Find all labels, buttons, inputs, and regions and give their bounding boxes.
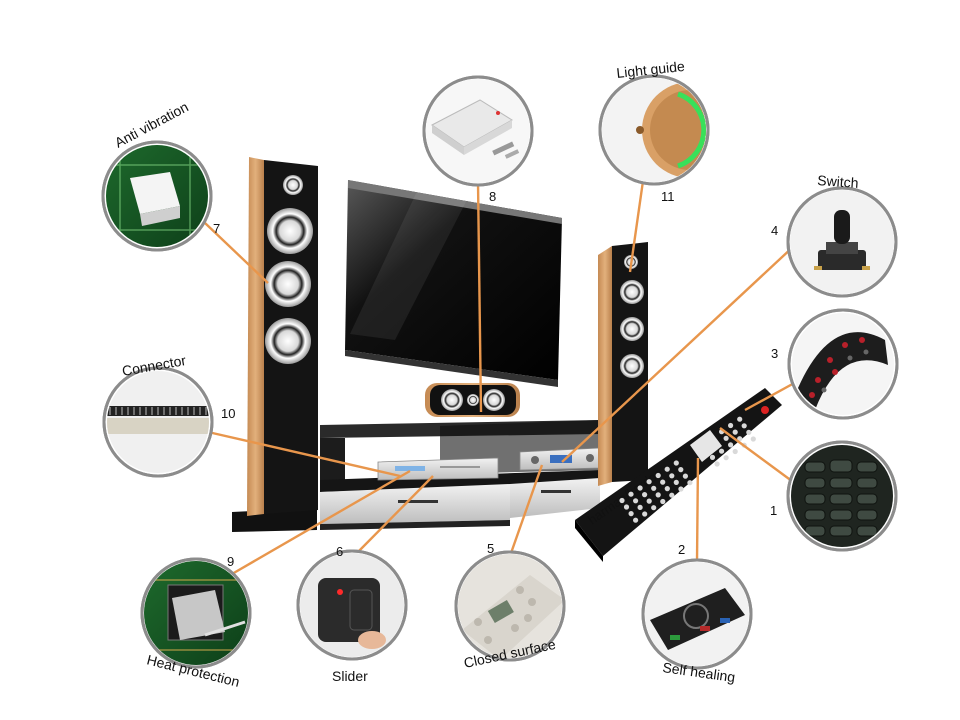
remote-button <box>655 492 661 498</box>
callout-6-slider: 6 Slider <box>296 544 408 684</box>
center-speaker <box>425 383 520 417</box>
remote-button <box>628 491 634 497</box>
remote-button <box>732 448 738 455</box>
right-tower-speaker <box>598 242 648 486</box>
remote-button <box>723 435 729 441</box>
callout-5-closed-surface: 5 Closed surface <box>454 541 566 671</box>
callout-number: 5 <box>487 541 494 556</box>
callout-number: 4 <box>771 223 778 238</box>
callout-number: 6 <box>336 544 343 559</box>
remote-button <box>678 467 684 473</box>
remote-button <box>673 460 679 466</box>
leader-line-5 <box>508 464 544 557</box>
leader-line-1 <box>719 427 801 488</box>
callout-10-connector: 10 Connector <box>102 352 235 478</box>
remote-button <box>637 485 643 491</box>
leader-line-9 <box>231 469 411 576</box>
callout-number: 7 <box>213 221 220 236</box>
remote-button <box>646 498 652 504</box>
callout-number: 10 <box>221 406 235 421</box>
remote-button <box>714 461 720 467</box>
remote-button <box>619 497 625 504</box>
remote-button <box>664 466 670 472</box>
callout-11-light-guide: 11 Light guide <box>598 58 710 204</box>
callout-9-heat-protection: 9 Heat protection <box>140 554 252 690</box>
callout-number: 8 <box>489 189 496 204</box>
remote-button <box>651 505 657 511</box>
callout-label: Slider <box>332 668 368 684</box>
callout-1-phone-keypad: 1 <box>770 440 898 552</box>
remote-button <box>669 473 675 479</box>
remote-button <box>660 479 666 485</box>
remote-button <box>741 423 747 429</box>
callout-2-self-healing: 2 Self healing <box>641 542 753 685</box>
callout-number: 2 <box>678 542 685 557</box>
remote-button <box>687 480 693 486</box>
remote-button <box>655 472 661 479</box>
leader-line-3 <box>744 379 799 412</box>
leader-line-11 <box>628 180 645 273</box>
remote-button <box>646 479 652 485</box>
leader-lines <box>204 180 801 576</box>
callout-number: 3 <box>771 346 778 361</box>
remote-button <box>750 436 756 442</box>
leader-line-6 <box>354 475 434 556</box>
remote-button <box>623 504 630 510</box>
remote-button <box>669 492 675 498</box>
remote-button <box>637 504 643 510</box>
left-tower-speaker <box>232 157 318 532</box>
remote-button <box>678 486 684 492</box>
remote-button <box>719 448 725 454</box>
callout-7-anti-vibration: 7 Anti vibration <box>101 99 220 252</box>
callout-label: Light guide <box>616 58 686 81</box>
remote-button <box>660 498 666 505</box>
callout-3-keypad: 3 <box>771 308 899 420</box>
leader-line-7 <box>204 222 269 284</box>
leader-line-4 <box>561 244 796 463</box>
remote-button <box>746 429 752 435</box>
remote-button <box>642 511 648 517</box>
tv-cabinet <box>320 420 600 530</box>
remote-button <box>628 510 634 517</box>
remote-button <box>633 517 639 523</box>
remote-button <box>737 436 743 442</box>
remote-button <box>651 485 657 491</box>
leader-line-10 <box>207 430 401 478</box>
home-theater-scene: harman/kardon <box>232 157 782 562</box>
remote-button <box>673 479 679 485</box>
remote-button <box>642 492 648 498</box>
callout-4-switch: 4 Switch <box>771 172 898 298</box>
remote-button <box>682 473 689 479</box>
remote-button <box>723 455 729 461</box>
remote-button <box>728 442 734 448</box>
callout-8-power-bank: 8 <box>422 75 534 204</box>
remote-button <box>728 422 734 429</box>
remote-button <box>732 429 738 435</box>
callout-label: Switch <box>817 172 859 191</box>
leader-line-2 <box>695 457 700 563</box>
callout-number: 11 <box>661 189 675 204</box>
tv-screen <box>345 180 562 387</box>
callout-number: 1 <box>770 503 777 518</box>
remote-button <box>737 416 743 422</box>
remote-button <box>664 486 670 492</box>
media-player <box>519 447 601 471</box>
av-receiver <box>377 457 499 481</box>
leader-line-8 <box>476 181 483 413</box>
callout-number: 9 <box>227 554 234 569</box>
remote-button <box>633 498 639 504</box>
remote-button <box>709 454 716 460</box>
